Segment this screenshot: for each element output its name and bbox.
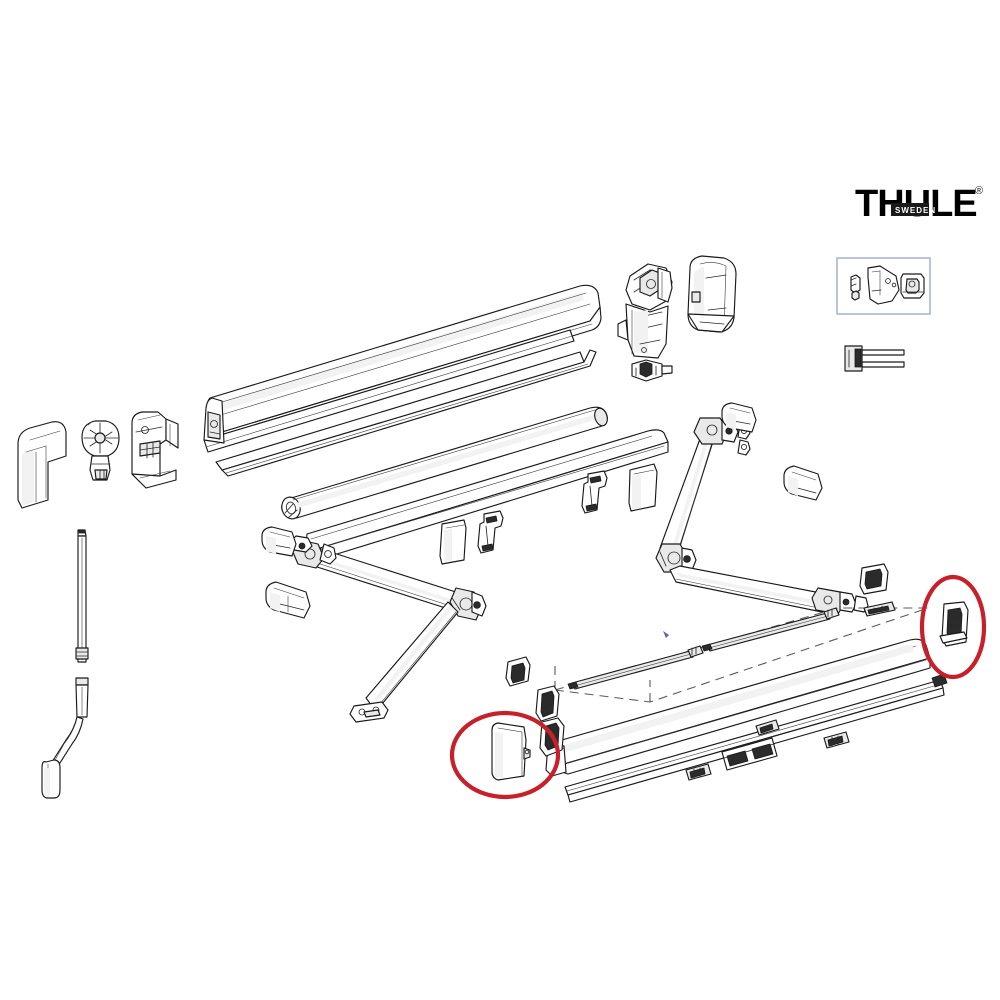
left-arm-foot (349, 701, 389, 723)
left-endcap-highlight (449, 710, 561, 800)
right-arm-shoulder-joint (693, 417, 751, 456)
end-cap-cover (491, 722, 531, 781)
thule-logo: THULE SWEDEN ® (855, 183, 983, 225)
roller-tube (281, 406, 608, 520)
callout-clamp-shoe (900, 273, 925, 299)
bracket-detail-callout[interactable] (836, 257, 931, 315)
right-arm-foot (811, 587, 869, 615)
right-arm-elbow (655, 543, 697, 573)
callout-mounting-plate (867, 265, 900, 305)
left-end-cap (17, 421, 67, 509)
slider-block-left (505, 656, 531, 687)
callout-small-pin (850, 274, 861, 301)
blue-reference-mark (663, 631, 669, 638)
flat-cover-plate-right (628, 463, 658, 512)
rafter-rod-lower (567, 645, 704, 690)
slider-block-c (755, 719, 780, 736)
left-arm-shoulder-joint (289, 535, 337, 569)
arm-wall-bracket-right (721, 402, 757, 433)
gear-cover-shell (687, 255, 737, 333)
right-hardware-cluster (859, 563, 896, 617)
bolt-pair (844, 345, 905, 372)
wall-mount-bracket-mid (535, 685, 565, 757)
rafter-rod-upper (701, 607, 840, 652)
arm-cover-plate (265, 581, 311, 619)
wall-mount-bracket (939, 601, 969, 647)
slider-block-b (823, 731, 850, 749)
arm-wall-bracket-left (261, 526, 297, 557)
right-bracket-highlight (919, 574, 987, 680)
logo-registered-icon: ® (975, 185, 983, 197)
flat-cover-plate-left (439, 519, 467, 565)
small-l-bracket-left (477, 510, 504, 554)
arm-cover-plate-right (783, 465, 823, 501)
cassette-housing (203, 284, 602, 477)
slider-block-a (685, 763, 712, 781)
clamp-shoe-assembly (721, 737, 778, 771)
right-articulated-arm (655, 402, 869, 615)
housing-left-end (203, 397, 225, 444)
crank-eye-gearbox (81, 420, 120, 481)
front-rail-assembly (545, 638, 931, 777)
connector-pin (631, 359, 673, 382)
gear-mechanism (617, 263, 673, 359)
logo-sub-plate (891, 203, 929, 216)
drive-housing-bracket (131, 411, 179, 489)
small-l-bracket-right (581, 470, 608, 514)
logo-sub-text: SWEDEN (895, 206, 936, 215)
hand-crank (41, 529, 89, 799)
left-articulated-arm (261, 526, 487, 723)
